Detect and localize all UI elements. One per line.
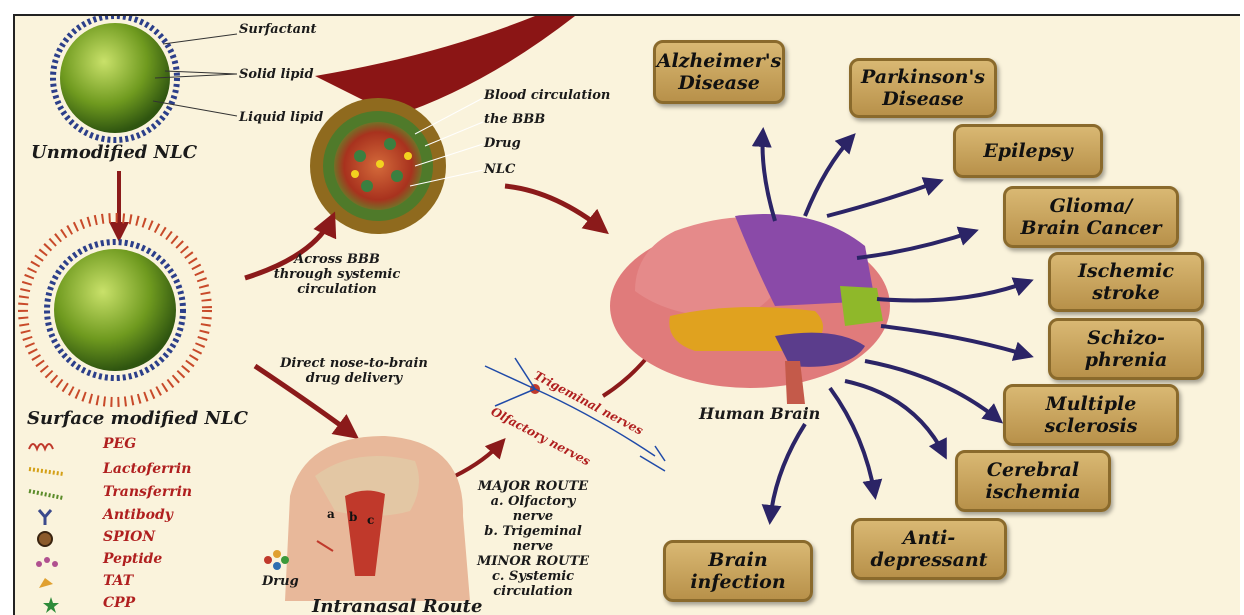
disease-box-antidepressant: Anti-depressant bbox=[851, 518, 1007, 580]
legend-item-peg: PEG bbox=[19, 436, 239, 456]
antibody-icon bbox=[27, 508, 67, 526]
nlc-label: NLC bbox=[484, 162, 515, 177]
legend-item-tat: TAT bbox=[19, 573, 239, 593]
spion-icon bbox=[27, 530, 67, 548]
legend-item-spion: SPION bbox=[19, 529, 239, 549]
route-letter-a: a bbox=[327, 507, 335, 521]
intranasal-route-title: Intranasal Route bbox=[312, 596, 482, 615]
figure-canvas: a b c Trigeminal nerves Olfactory nerves… bbox=[13, 14, 1240, 615]
human-brain bbox=[610, 214, 890, 404]
legend-item-transferrin: Transferrin bbox=[19, 484, 239, 504]
drug-nasal-label: Drug bbox=[262, 574, 299, 589]
surface-modified-nlc-title: Surface modified NLC bbox=[27, 408, 248, 429]
unmodified-nlc-particle bbox=[53, 16, 237, 140]
legend-item-cpp: CPP bbox=[19, 595, 239, 615]
head-profile bbox=[285, 436, 470, 601]
peptide-icon bbox=[27, 552, 67, 570]
blood-circulation-label: Blood circulation bbox=[484, 88, 610, 103]
surfactant-label: Surfactant bbox=[239, 22, 317, 37]
drug-molecule-icon bbox=[264, 550, 289, 570]
olfactory-label: Olfactory nerves bbox=[489, 404, 593, 468]
across-bbb-text: Across BBB through systemic circulation bbox=[247, 252, 427, 297]
drug-label: Drug bbox=[484, 136, 521, 151]
peg-icon bbox=[27, 437, 67, 455]
unmodified-nlc-title: Unmodified NLC bbox=[31, 142, 197, 163]
solid-lipid-label: Solid lipid bbox=[239, 67, 314, 82]
direct-nose-to-brain-text: Direct nose-to-brain drug delivery bbox=[259, 356, 449, 386]
route-letter-c: c bbox=[367, 513, 374, 527]
legend-item-antibody: Antibody bbox=[19, 507, 239, 527]
human-brain-label: Human Brain bbox=[699, 404, 820, 423]
arrow-bbb-to-brain bbox=[505, 186, 605, 231]
liquid-lipid-label: Liquid lipid bbox=[239, 110, 323, 125]
cpp-icon bbox=[27, 596, 67, 614]
disease-box-glioma: Glioma/Brain Cancer bbox=[1003, 186, 1179, 248]
disease-box-epilepsy: Epilepsy bbox=[953, 124, 1103, 178]
legend-item-lactoferrin: Lactoferrin bbox=[19, 461, 239, 481]
surface-modified-nlc-particle bbox=[23, 218, 207, 402]
the-bbb-label: the BBB bbox=[484, 112, 545, 127]
arrow-to-nerves bbox=[455, 441, 503, 476]
lactoferrin-icon bbox=[27, 462, 67, 480]
route-letter-b: b bbox=[349, 510, 357, 524]
disease-box-schizophrenia: Schizo-phrenia bbox=[1048, 318, 1204, 380]
route-list: MAJOR ROUTE a. Olfactory nerve b. Trigem… bbox=[473, 479, 593, 599]
legend-item-peptide: Peptide bbox=[19, 551, 239, 571]
transferrin-icon bbox=[27, 485, 67, 503]
tat-icon bbox=[27, 574, 67, 592]
